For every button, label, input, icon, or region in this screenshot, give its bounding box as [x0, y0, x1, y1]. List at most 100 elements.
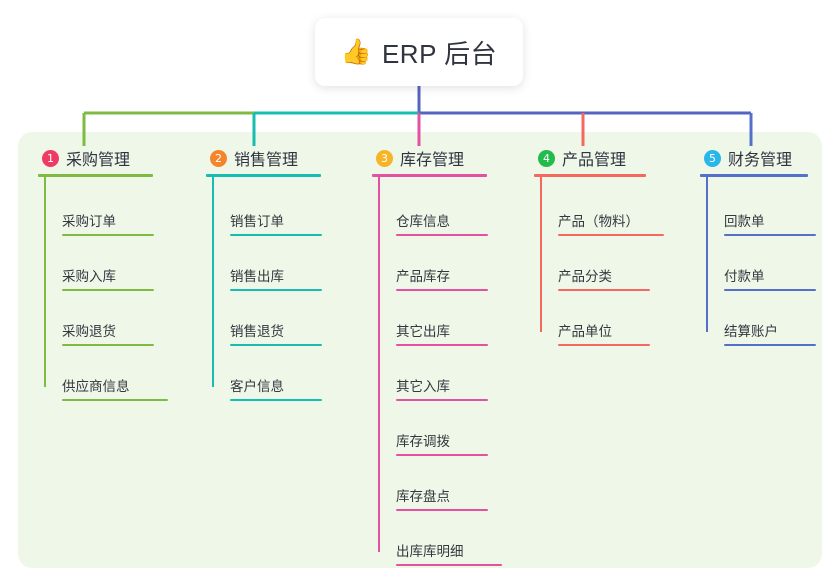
column-item-list: 销售订单销售出库销售退货客户信息: [206, 177, 322, 401]
list-item-underline: [724, 344, 816, 346]
column-underline: [38, 174, 153, 177]
column-title: 销售管理: [234, 152, 299, 169]
list-item-underline: [396, 344, 488, 346]
list-item[interactable]: 回款单: [700, 181, 816, 236]
list-item[interactable]: 产品（物料）: [534, 181, 664, 236]
list-item[interactable]: 销售退货: [206, 291, 322, 346]
list-item-underline: [724, 289, 816, 291]
list-item[interactable]: 其它出库: [372, 291, 502, 346]
column-title: 库存管理: [400, 152, 465, 169]
list-item-label: 出库库明细: [396, 544, 464, 560]
column-产品管理: 4 产品管理产品（物料） 产品分类产品单位: [534, 146, 664, 346]
list-item[interactable]: 结算账户: [700, 291, 816, 346]
list-item-label: 销售退货: [230, 324, 284, 340]
column-item-list: 采购订单采购入库采购退货供应商信息: [38, 177, 168, 401]
list-item-underline: [230, 234, 322, 236]
list-item[interactable]: 库存调拨: [372, 401, 502, 456]
column-underline: [372, 174, 487, 177]
list-item[interactable]: 其它入库: [372, 346, 502, 401]
column-index-badge: 2: [210, 149, 227, 167]
list-item-label: 采购入库: [62, 269, 116, 285]
list-item-underline: [558, 344, 650, 346]
root-node[interactable]: 👍 ERP 后台: [315, 18, 523, 86]
column-title: 采购管理: [66, 152, 131, 169]
list-item[interactable]: 采购入库: [38, 236, 168, 291]
list-item-label: 销售订单: [230, 214, 284, 230]
column-underline: [206, 174, 321, 177]
list-item-underline: [230, 344, 322, 346]
column-spine: [378, 177, 380, 552]
root-title: ERP 后台: [381, 38, 498, 69]
column-spine: [212, 177, 214, 387]
list-item[interactable]: 客户信息: [206, 346, 322, 401]
diagram-panel: [18, 132, 822, 568]
column-header[interactable]: 2 销售管理: [206, 146, 322, 170]
column-item-list: 产品（物料） 产品分类产品单位: [534, 177, 664, 346]
column-underline: [534, 174, 646, 177]
list-item-underline: [396, 509, 488, 511]
list-item[interactable]: 产品单位: [534, 291, 664, 346]
list-item-underline: [724, 234, 816, 236]
list-item-label: 产品单位: [558, 324, 612, 340]
list-item-underline: [62, 399, 168, 401]
list-item-underline: [396, 289, 488, 291]
list-item[interactable]: 销售出库: [206, 236, 322, 291]
column-spine: [540, 177, 542, 332]
list-item-underline: [396, 234, 488, 236]
list-item-label: 销售出库: [230, 269, 284, 285]
list-item[interactable]: 采购订单: [38, 181, 168, 236]
list-item[interactable]: 采购退货: [38, 291, 168, 346]
column-header[interactable]: 3 库存管理: [372, 146, 502, 170]
list-item-label: 采购订单: [62, 214, 116, 230]
list-item[interactable]: 出库库明细: [372, 511, 502, 566]
column-采购管理: 1 采购管理采购订单采购入库采购退货供应商信息: [38, 146, 168, 401]
column-header[interactable]: 4 产品管理: [534, 146, 664, 170]
column-index-badge: 3: [376, 149, 393, 167]
column-item-list: 仓库信息产品库存其它出库其它入库库存调拨库存盘点出库库明细: [372, 177, 502, 566]
list-item-underline: [62, 289, 154, 291]
list-item-label: 供应商信息: [62, 379, 130, 395]
list-item-label: 产品（物料）: [558, 214, 639, 230]
column-underline: [700, 174, 808, 177]
list-item-label: 库存调拨: [396, 434, 450, 450]
list-item-underline: [396, 399, 488, 401]
column-item-list: 回款单付款单结算账户: [700, 177, 816, 346]
column-header[interactable]: 1 采购管理: [38, 146, 168, 170]
list-item[interactable]: 库存盘点: [372, 456, 502, 511]
list-item-label: 其它出库: [396, 324, 450, 340]
list-item-label: 付款单: [724, 269, 765, 285]
list-item-underline: [230, 289, 322, 291]
thumbs-up-icon: 👍: [340, 37, 372, 66]
list-item[interactable]: 仓库信息: [372, 181, 502, 236]
column-index-badge: 1: [42, 149, 59, 167]
column-销售管理: 2 销售管理销售订单销售出库销售退货客户信息: [206, 146, 322, 401]
column-spine: [44, 177, 46, 387]
list-item-label: 产品库存: [396, 269, 450, 285]
list-item-label: 库存盘点: [396, 489, 450, 505]
list-item[interactable]: 供应商信息: [38, 346, 168, 401]
list-item-label: 客户信息: [230, 379, 284, 395]
list-item-label: 采购退货: [62, 324, 116, 340]
column-title: 财务管理: [728, 152, 793, 169]
list-item-label: 回款单: [724, 214, 765, 230]
column-index-badge: 4: [538, 149, 555, 167]
list-item-underline: [62, 344, 154, 346]
list-item-underline: [62, 234, 154, 236]
column-财务管理: 5 财务管理回款单付款单结算账户: [700, 146, 816, 346]
list-item-label: 结算账户: [724, 324, 778, 340]
list-item-underline: [558, 289, 650, 291]
list-item[interactable]: 产品分类: [534, 236, 664, 291]
list-item-label: 其它入库: [396, 379, 450, 395]
column-index-badge: 5: [704, 149, 721, 167]
list-item-underline: [396, 564, 502, 566]
list-item-label: 仓库信息: [396, 214, 450, 230]
column-header[interactable]: 5 财务管理: [700, 146, 816, 170]
column-title: 产品管理: [562, 152, 627, 169]
list-item[interactable]: 付款单: [700, 236, 816, 291]
list-item-underline: [558, 234, 664, 236]
list-item[interactable]: 产品库存: [372, 236, 502, 291]
column-spine: [706, 177, 708, 332]
column-库存管理: 3 库存管理仓库信息产品库存其它出库其它入库库存调拨库存盘点出库库明细: [372, 146, 502, 566]
list-item[interactable]: 销售订单: [206, 181, 322, 236]
